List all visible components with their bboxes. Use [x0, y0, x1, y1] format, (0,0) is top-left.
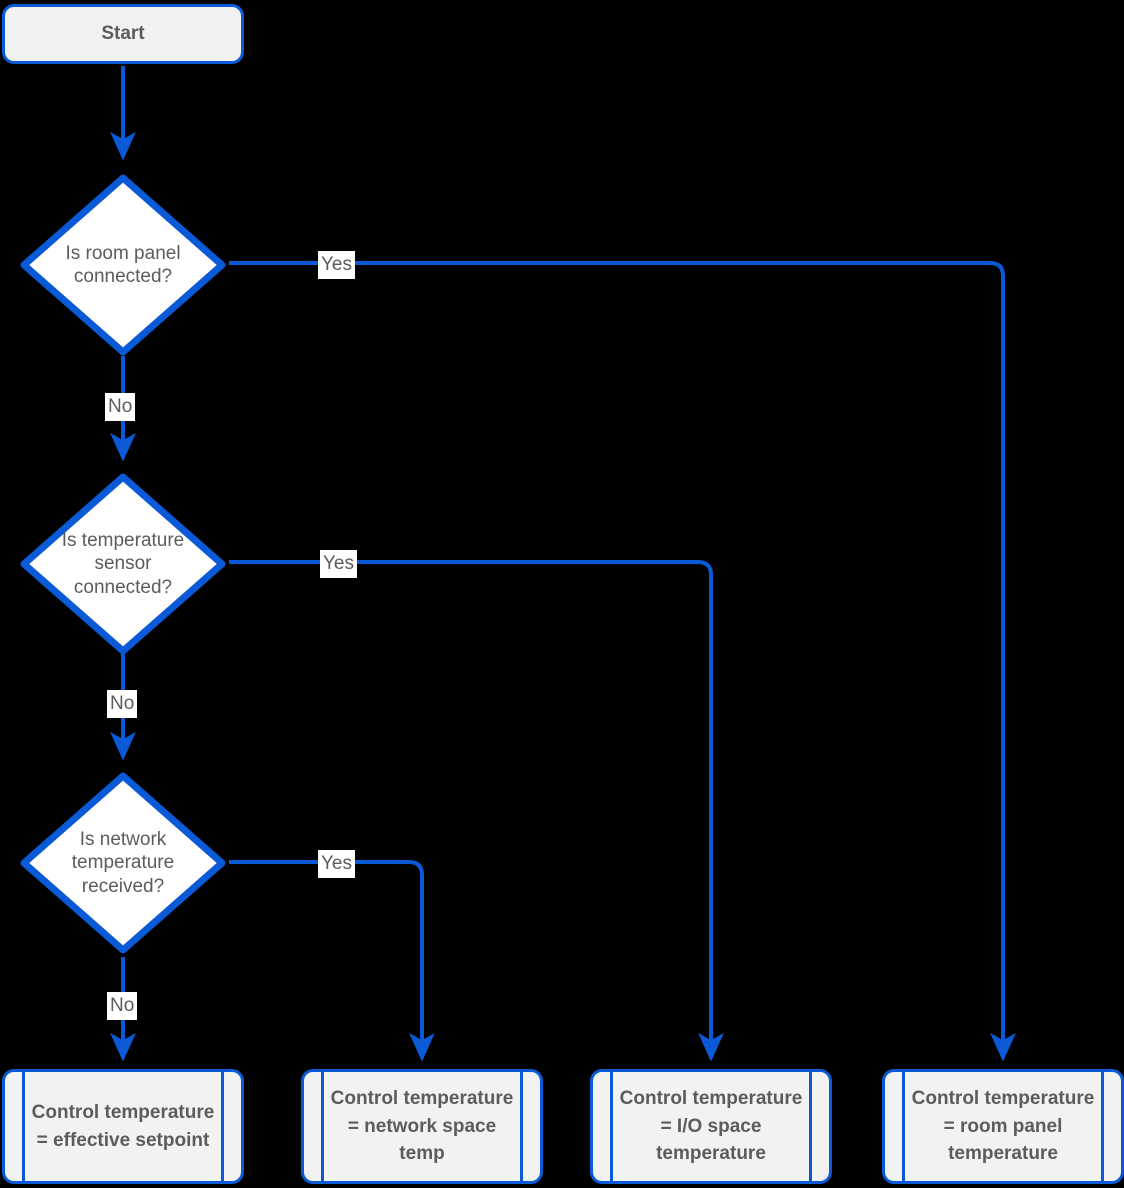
edge-label-d1-yes: Yes	[318, 251, 355, 279]
edge-label-d2-yes: Yes	[320, 550, 357, 578]
node-start[interactable]: Start	[2, 4, 244, 64]
node-result-network-space-temp[interactable]: Control temperature = network space temp	[301, 1069, 543, 1184]
node-decision-room-panel[interactable]: Is room panel connected?	[19, 173, 227, 357]
node-decision-network-temperature[interactable]: Is network temperature received?	[19, 771, 227, 955]
edge-d3-yes-to-r2	[229, 860, 435, 1062]
node-result-io-space-temperature-label: Control temperature = I/O space temperat…	[619, 1088, 803, 1165]
edge-label-d2-no: No	[107, 690, 138, 718]
node-decision-network-temperature-label: Is network temperature received?	[71, 829, 175, 897]
edge-d2-yes-to-r3	[229, 560, 724, 1062]
node-decision-room-panel-label: Is room panel connected?	[65, 242, 181, 287]
node-result-network-space-temp-label: Control temperature = network space temp	[330, 1088, 514, 1165]
diamond-shape	[20, 473, 226, 655]
edge-label-d3-no: No	[107, 992, 138, 1020]
node-result-io-space-temperature[interactable]: Control temperature = I/O space temperat…	[590, 1069, 832, 1184]
node-result-effective-setpoint[interactable]: Control temperature = effective setpoint	[2, 1069, 244, 1184]
edge-d1-yes-to-r4	[229, 261, 1016, 1062]
node-decision-temperature-sensor[interactable]: Is temperature sensor connected?	[19, 472, 227, 656]
edge-label-d3-yes: Yes	[318, 850, 355, 878]
node-start-label: Start	[101, 22, 145, 44]
node-result-room-panel-temperature[interactable]: Control temperature = room panel tempera…	[882, 1069, 1124, 1184]
node-result-room-panel-temperature-label: Control temperature = room panel tempera…	[911, 1088, 1095, 1165]
diamond-shape	[20, 772, 226, 954]
diamond-shape	[20, 174, 226, 356]
node-decision-temperature-sensor-label: Is temperature sensor connected?	[61, 530, 185, 598]
edge-label-d1-no: No	[105, 393, 136, 421]
node-result-effective-setpoint-label: Control temperature = effective setpoint	[31, 1101, 215, 1151]
